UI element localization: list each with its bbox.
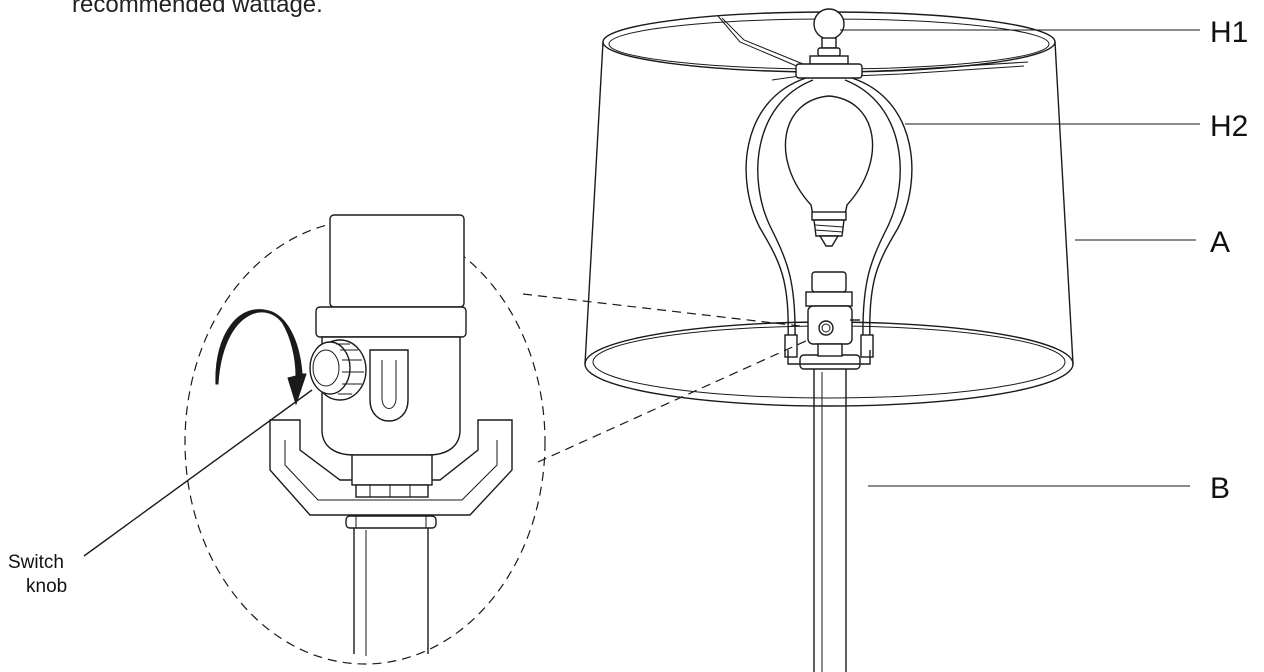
- switch-label-line2: knob: [26, 576, 67, 597]
- rotation-arrow-icon: [215, 309, 307, 406]
- lamp-pole: [799, 354, 861, 672]
- switch-knob: [309, 339, 367, 401]
- leader-switch-knob: [83, 389, 313, 557]
- callout-h1: H1: [1210, 16, 1248, 49]
- callout-a: A: [1210, 226, 1230, 259]
- finial: [795, 8, 863, 79]
- lamp-socket: [805, 271, 860, 357]
- socket-detail: [269, 214, 513, 656]
- header-text: recommended wattage.: [72, 0, 323, 18]
- light-bulb: [784, 95, 874, 247]
- switch-label-line1: Switch: [8, 552, 64, 573]
- callout-b: B: [1210, 472, 1230, 505]
- harp: [745, 77, 913, 365]
- callout-h2: H2: [1210, 110, 1248, 143]
